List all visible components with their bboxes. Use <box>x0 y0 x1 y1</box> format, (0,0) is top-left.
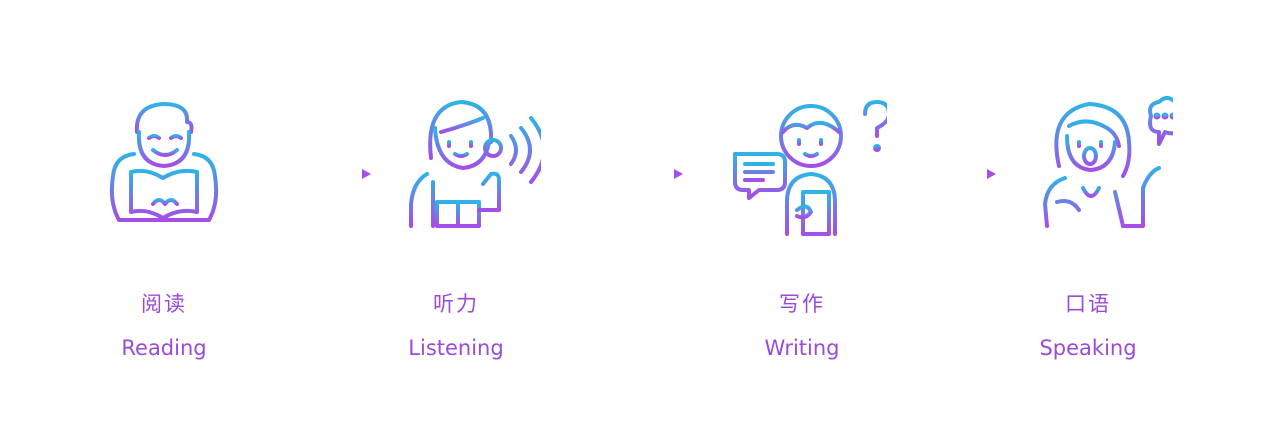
step-label-en: Reading <box>121 336 207 360</box>
listening-person-icon <box>409 100 541 228</box>
arrow-right-icon <box>268 169 371 179</box>
arrow-right-icon <box>580 169 683 179</box>
step-label-zh: 阅读 <box>141 292 187 316</box>
step-label-en: Writing <box>764 336 840 360</box>
step-speaking: 口语 Speaking <box>978 92 1198 360</box>
step-label-zh: 口语 <box>1065 292 1111 316</box>
writing-person-icon <box>733 100 887 238</box>
speaking-person-icon <box>1043 96 1173 228</box>
step-label-en: Listening <box>408 336 504 360</box>
step-label-zh: 听力 <box>433 292 479 316</box>
step-label-en: Speaking <box>1039 336 1137 360</box>
step-writing: 写作 Writing <box>692 92 912 360</box>
step-reading: 阅读 Reading <box>54 92 274 360</box>
arrow-right-icon <box>893 169 996 179</box>
step-listening: 听力 Listening <box>346 92 566 360</box>
reading-person-icon <box>109 102 219 222</box>
step-label-zh: 写作 <box>779 292 825 316</box>
